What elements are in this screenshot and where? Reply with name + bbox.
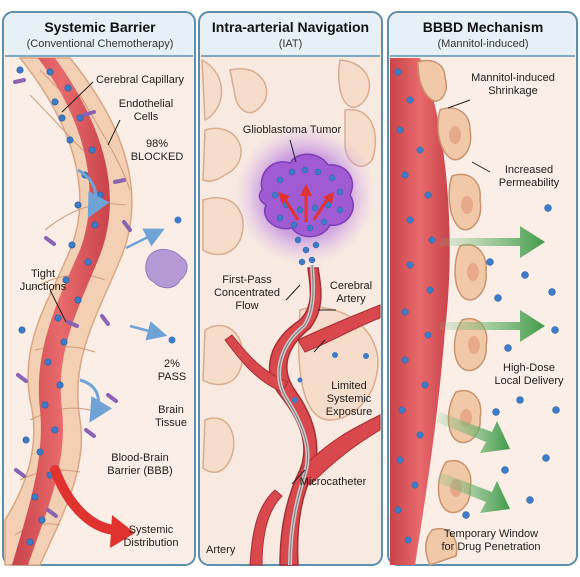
label-high-dose-delivery: High-Dose Local Delivery bbox=[494, 362, 564, 387]
bbbd-lumen-particles bbox=[394, 68, 436, 544]
branch-artery-bottom bbox=[249, 489, 283, 566]
panel-1-title: Systemic Barrier bbox=[44, 19, 156, 35]
label-glioblastoma-tumor: Glioblastoma Tumor bbox=[242, 124, 342, 136]
label-increased-permeability: Increased Permeability bbox=[498, 164, 560, 189]
label-mannitol-shrinkage: Mannitol-induced Shrinkage bbox=[471, 72, 555, 97]
panel-2-subtitle: (IAT) bbox=[278, 38, 303, 50]
panel-1-leaders bbox=[49, 81, 121, 323]
drug-particle-tissue bbox=[168, 336, 176, 344]
drug-particles-lumen bbox=[16, 66, 104, 546]
label-limited-systemic-exposure: Limited Systemic Exposure bbox=[325, 380, 373, 418]
pass-arrow-lower bbox=[129, 321, 168, 341]
blocked-arrow-upper bbox=[77, 168, 110, 218]
panel-2-title: Intra-arterial Navigation bbox=[211, 19, 370, 35]
label-cerebral-capillary: Cerebral Capillary bbox=[95, 74, 185, 86]
label-tight-junctions: Tight Junctions bbox=[19, 268, 67, 293]
panel-2-artwork bbox=[201, 58, 381, 566]
bbbd-tissue-particles bbox=[462, 204, 560, 519]
panel-2-header bbox=[201, 14, 380, 56]
systemic-particles bbox=[292, 352, 369, 403]
branch-artery-lower bbox=[299, 414, 381, 486]
panel-2-leaders bbox=[285, 139, 336, 485]
label-cerebral-artery: Cerebral Artery bbox=[329, 280, 373, 305]
panel-3-header bbox=[390, 14, 575, 56]
branch-artery-left bbox=[224, 334, 289, 393]
panel-3-leaders bbox=[447, 99, 491, 173]
label-temporary-window: Temporary Window for Drug Penetration bbox=[441, 528, 541, 553]
label-systemic-distribution: Systemic Distribution bbox=[123, 524, 179, 549]
panel-1-subtitle: (Conventional Chemotherapy) bbox=[26, 38, 174, 50]
panel-3-artwork bbox=[390, 58, 560, 566]
pass-arrow-upper bbox=[125, 228, 165, 250]
microcatheter-core bbox=[278, 264, 314, 566]
brain-cell bbox=[145, 248, 188, 289]
label-artery: Artery bbox=[206, 544, 236, 556]
label-bbb: Blood-Brain Barrier (BBB) bbox=[107, 452, 173, 477]
label-first-pass-flow: First-Pass Concentrated Flow bbox=[213, 274, 281, 312]
panel-1-artwork bbox=[4, 57, 188, 566]
label-98-blocked: 98% BLOCKED bbox=[130, 138, 184, 163]
systemic-arrow-shaft bbox=[50, 465, 123, 535]
tumor-drug-particles bbox=[271, 166, 344, 266]
panel-3-title: BBBD Mechanism bbox=[422, 19, 544, 35]
panel-1-header bbox=[5, 14, 193, 56]
systemic-arrow-head bbox=[110, 515, 135, 548]
label-brain-tissue: Brain Tissue bbox=[155, 404, 187, 429]
branch-artery-right bbox=[297, 304, 381, 353]
drug-particle-tissue bbox=[174, 216, 182, 224]
label-microcatheter: Microcatheter bbox=[299, 476, 367, 488]
label-2-pass: 2% PASS bbox=[157, 358, 187, 383]
bbbd-vessel-lumen bbox=[390, 58, 450, 565]
panel-3-subtitle: (Mannitol-induced) bbox=[437, 38, 529, 50]
tumor-flow-arrows bbox=[278, 184, 334, 222]
label-endothelial-cells: Endothelial Cells bbox=[118, 98, 174, 123]
blocked-arrow-lower bbox=[79, 378, 113, 423]
penetration-arrows bbox=[436, 226, 545, 513]
